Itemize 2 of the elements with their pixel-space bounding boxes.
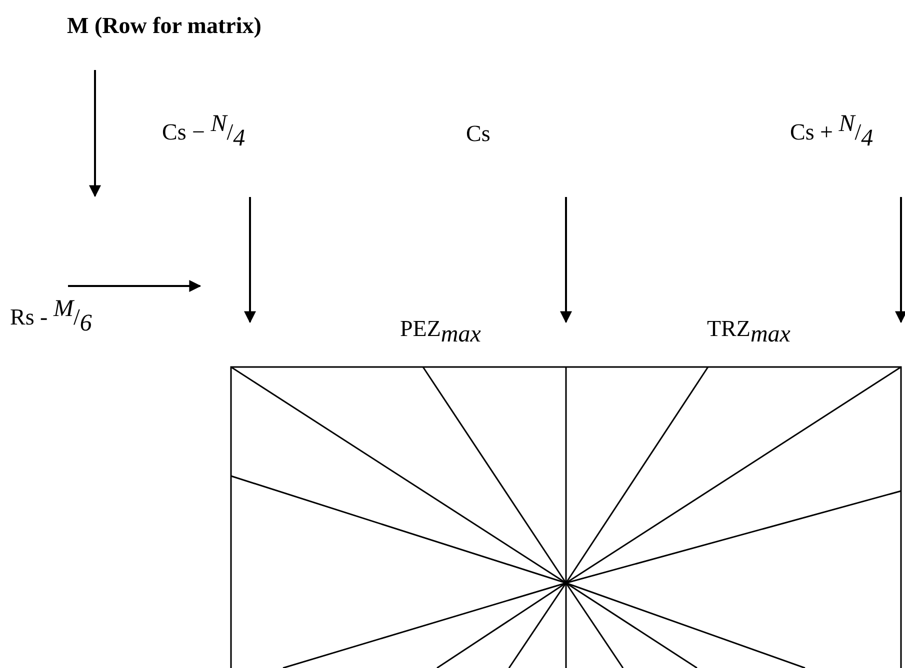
- column-label: Cs: [466, 120, 490, 148]
- heading: M (Row for matrix): [67, 12, 262, 40]
